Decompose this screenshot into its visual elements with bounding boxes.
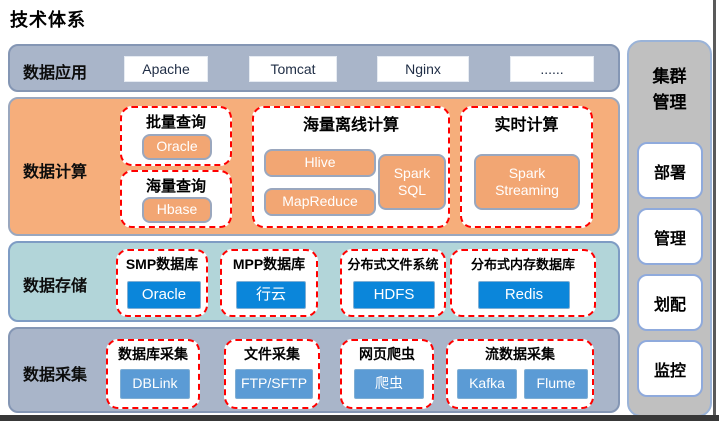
frame-shadow-right: [713, 0, 716, 421]
chip-oracle: Oracle: [142, 134, 212, 160]
group-title: MPP数据库: [232, 256, 306, 272]
group-distributed-fs: 分布式文件系统 HDFS: [340, 249, 446, 317]
group-title: 海量查询: [145, 178, 206, 195]
app-item-nginx: Nginx: [377, 56, 469, 82]
diagram-title: 技术体系: [10, 10, 86, 30]
frame-shadow-bottom: [0, 415, 719, 421]
layer-label-storage: 数据存储: [23, 278, 88, 295]
layer-label-collect: 数据采集: [23, 367, 88, 384]
layer-data-storage: 数据存储 SMP数据库 Oracle MPP数据库 行云 分布式文件系统 HDF…: [8, 241, 620, 322]
chip-spark-sql: Spark SQL: [378, 154, 446, 210]
chip-kafka: Kafka: [457, 369, 517, 399]
app-item-apache: Apache: [124, 56, 208, 82]
layer-label-application: 数据应用: [23, 65, 88, 82]
group-title: 海量离线计算: [302, 117, 399, 134]
chip-ftp-sftp: FTP/SFTP: [235, 369, 313, 399]
chip-hbase: Hbase: [142, 197, 212, 223]
group-title: 网页爬虫: [359, 346, 415, 362]
sidebar-item-deploy: 部署: [637, 142, 703, 199]
group-stream-collect: 流数据采集 Kafka Flume: [446, 339, 594, 409]
chip-flume: Flume: [524, 369, 588, 399]
group-title: 数据库采集: [118, 346, 188, 362]
group-mass-query: 海量查询 Hbase: [120, 170, 232, 228]
group-batch-query: 批量查询 Oracle: [120, 106, 232, 166]
layer-data-application: 数据应用 Apache Tomcat Nginx ......: [8, 44, 620, 92]
cluster-management-panel: 集群管理 部署 管理 划配 监控: [627, 40, 712, 417]
group-inmemory-db: 分布式内存数据库 Redis: [450, 249, 596, 317]
group-title: SMP数据库: [125, 256, 199, 272]
sidebar-item-manage: 管理: [637, 208, 703, 265]
cluster-management-title: 集群管理: [652, 67, 687, 112]
group-mpp-db: MPP数据库 行云: [220, 249, 318, 317]
group-smp-db: SMP数据库 Oracle: [116, 249, 208, 317]
app-item-tomcat: Tomcat: [249, 56, 337, 82]
chip-dblink: DBLink: [120, 369, 190, 399]
chip-oracle: Oracle: [127, 281, 201, 309]
chip-redis: Redis: [478, 281, 570, 309]
group-title: 实时计算: [494, 117, 559, 134]
chip-hdfs: HDFS: [353, 281, 435, 309]
group-db-collect: 数据库采集 DBLink: [106, 339, 200, 409]
layer-label-compute: 数据计算: [23, 164, 88, 181]
group-file-collect: 文件采集 FTP/SFTP: [224, 339, 320, 409]
sidebar-item-monitor: 监控: [637, 340, 703, 397]
group-title: 分布式文件系统: [347, 257, 439, 272]
chip-xingyun: 行云: [236, 281, 306, 309]
layer-data-compute: 数据计算 批量查询 Oracle 海量查询 Hbase 海量离线计算 Hlive…: [8, 97, 620, 236]
app-item-more: ......: [510, 56, 594, 82]
group-title: 批量查询: [145, 114, 206, 131]
chip-spark-streaming: Spark Streaming: [474, 154, 580, 210]
group-web-crawler: 网页爬虫 爬虫: [340, 339, 434, 409]
group-title: 流数据采集: [485, 346, 555, 362]
layer-data-collect: 数据采集 数据库采集 DBLink 文件采集 FTP/SFTP 网页爬虫 爬虫 …: [8, 327, 620, 413]
sidebar-item-allocate: 划配: [637, 274, 703, 331]
chip-hlive: Hlive: [264, 149, 376, 177]
group-title: 文件采集: [244, 346, 300, 362]
group-offline-compute: 海量离线计算 Hlive MapReduce Spark SQL: [252, 106, 450, 228]
chip-crawler: 爬虫: [354, 369, 424, 399]
group-realtime-compute: 实时计算 Spark Streaming: [460, 106, 593, 228]
chip-mapreduce: MapReduce: [264, 188, 376, 216]
group-title: 分布式内存数据库: [470, 257, 575, 272]
